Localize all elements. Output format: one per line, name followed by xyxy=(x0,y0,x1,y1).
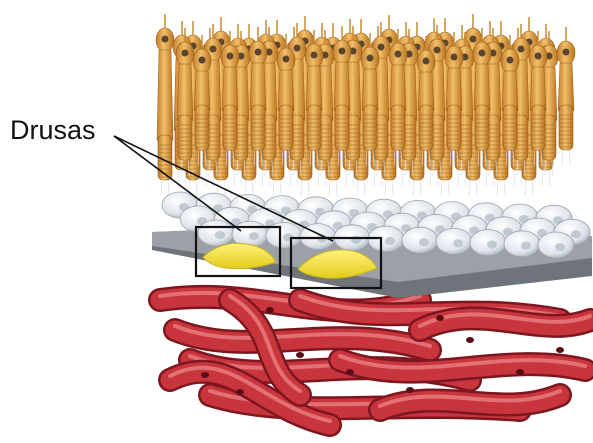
blood-cell xyxy=(556,347,564,353)
blood-cell xyxy=(346,369,354,375)
blood-cell xyxy=(436,315,444,321)
photoreceptor-cell xyxy=(557,27,575,166)
choroid-vessel-fill xyxy=(175,330,430,350)
photoreceptor-cell xyxy=(501,35,519,166)
blood-cell xyxy=(406,387,414,393)
photoreceptor-cell xyxy=(249,27,267,166)
rpe-nucleus xyxy=(215,231,225,239)
photoreceptor-cells-layer xyxy=(156,14,575,196)
photoreceptor-cell xyxy=(473,28,491,166)
photoreceptor-cell xyxy=(305,30,323,166)
choroid-vessels xyxy=(160,293,590,425)
rpe-nucleus xyxy=(453,239,463,247)
blood-cell xyxy=(466,337,474,343)
rpe-nucleus xyxy=(487,241,497,249)
rpe-nucleus xyxy=(385,237,395,245)
photoreceptor-cell xyxy=(221,31,239,166)
photoreceptor-cell xyxy=(277,34,295,166)
photoreceptor-cell xyxy=(361,33,379,166)
blood-cell xyxy=(296,352,304,358)
blood-cell xyxy=(266,307,274,313)
photoreceptor-cell xyxy=(389,29,407,166)
photoreceptor-cell xyxy=(333,26,351,166)
rpe-nucleus xyxy=(419,238,429,246)
rpe-nucleus xyxy=(521,242,531,250)
photoreceptor-cell xyxy=(529,31,547,166)
photoreceptor-cell xyxy=(193,35,211,166)
rpe-nucleus xyxy=(249,232,259,240)
photoreceptor-cell xyxy=(417,36,435,166)
rpe-nucleus xyxy=(555,243,565,251)
rpe-nucleus xyxy=(571,230,581,238)
blood-cell xyxy=(516,369,524,375)
blood-cell xyxy=(236,389,244,395)
photoreceptor-cell xyxy=(176,28,194,176)
photoreceptor-cell xyxy=(445,32,463,166)
drusen-label: Drusas xyxy=(10,115,96,145)
blood-cell xyxy=(201,372,209,378)
